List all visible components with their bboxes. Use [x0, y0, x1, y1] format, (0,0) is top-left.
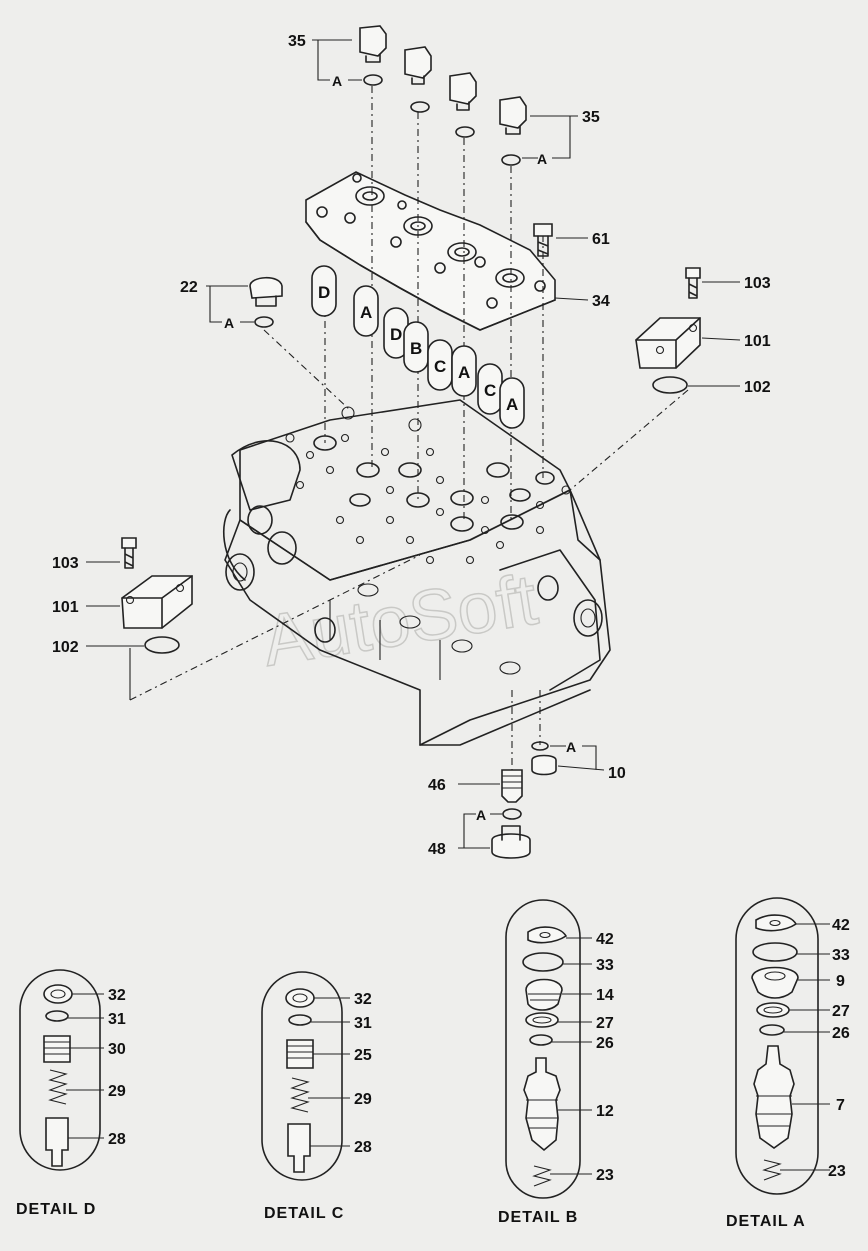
detail-caption: DETAIL A — [726, 1213, 806, 1230]
callout-a: A — [537, 151, 547, 167]
callout-103: 103 — [52, 555, 79, 572]
detail-label: 23 — [596, 1167, 614, 1184]
callout-102: 102 — [52, 639, 79, 656]
detail-caption: DETAIL B — [498, 1209, 578, 1226]
detail-d: 32 31 30 29 28 DETAIL D — [16, 969, 126, 1218]
detail-label: 33 — [832, 947, 850, 964]
detail-label: 26 — [832, 1025, 850, 1042]
spool-tag: C — [484, 381, 496, 400]
detail-label: 25 — [354, 1047, 372, 1064]
detail-label: 14 — [596, 987, 614, 1004]
detail-label: 7 — [836, 1097, 845, 1114]
detail-label: 26 — [596, 1035, 614, 1052]
detail-caption: DETAIL C — [264, 1205, 344, 1222]
valve-body — [222, 399, 611, 746]
spool-tag: D — [390, 325, 402, 344]
callout-a: A — [566, 739, 576, 755]
callout-103: 103 — [744, 275, 771, 292]
callout-46: 46 — [428, 777, 446, 794]
leader-lines — [86, 39, 741, 849]
detail-label: 31 — [108, 1011, 126, 1028]
detail-label: 33 — [596, 957, 614, 974]
callout-22: 22 — [180, 279, 198, 296]
detail-label: 31 — [354, 1015, 372, 1032]
detail-label: 12 — [596, 1103, 614, 1120]
detail-caption: DETAIL D — [16, 1201, 96, 1218]
detail-b: 42 33 14 27 26 12 23 DETAIL B — [498, 899, 614, 1226]
detail-label: 32 — [108, 987, 126, 1004]
detail-a: 42 33 9 27 26 7 23 DETAIL A — [726, 897, 850, 1230]
callout-101: 101 — [52, 599, 79, 616]
bottom-parts — [491, 741, 557, 859]
cover-plate-34 — [305, 171, 556, 331]
plug-22 — [249, 276, 283, 328]
callout-34: 34 — [592, 293, 610, 310]
callouts: 35 A 35 A 61 22 A 34 103 101 102 103 101… — [52, 33, 771, 858]
plug-35-set — [359, 25, 527, 166]
detail-label: 23 — [828, 1163, 846, 1180]
callout-a: A — [332, 73, 342, 89]
detail-label: 29 — [108, 1083, 126, 1100]
detail-label: 28 — [108, 1131, 126, 1148]
bolt-61 — [533, 223, 553, 257]
detail-label: 30 — [108, 1041, 126, 1058]
callout-48: 48 — [428, 841, 446, 858]
detail-label: 32 — [354, 991, 372, 1008]
callout-10: 10 — [608, 765, 626, 782]
callout-61: 61 — [592, 231, 610, 248]
side-cover-right — [635, 267, 701, 394]
callout-a: A — [476, 807, 486, 823]
callout-102: 102 — [744, 379, 771, 396]
spool-tag: D — [318, 283, 330, 302]
spool-tag-group: D A D B C A C A — [311, 265, 525, 429]
spool-tag: A — [458, 363, 470, 382]
detail-c: 32 31 25 29 28 DETAIL C — [261, 971, 372, 1222]
detail-label: 27 — [832, 1003, 850, 1020]
spool-tag: C — [434, 357, 446, 376]
callout-a: A — [224, 315, 234, 331]
callout-101: 101 — [744, 333, 771, 350]
detail-label: 42 — [596, 931, 614, 948]
detail-label: 27 — [596, 1015, 614, 1032]
spool-tag: A — [360, 303, 372, 322]
detail-label: 42 — [832, 917, 850, 934]
callout-35: 35 — [582, 109, 600, 126]
callout-35: 35 — [288, 33, 306, 50]
detail-label: 29 — [354, 1091, 372, 1108]
spool-tag: A — [506, 395, 518, 414]
detail-label: 9 — [836, 973, 845, 990]
spool-tag: B — [410, 339, 422, 358]
detail-label: 28 — [354, 1139, 372, 1156]
side-cover-left — [121, 537, 193, 654]
centerlines — [129, 86, 689, 770]
